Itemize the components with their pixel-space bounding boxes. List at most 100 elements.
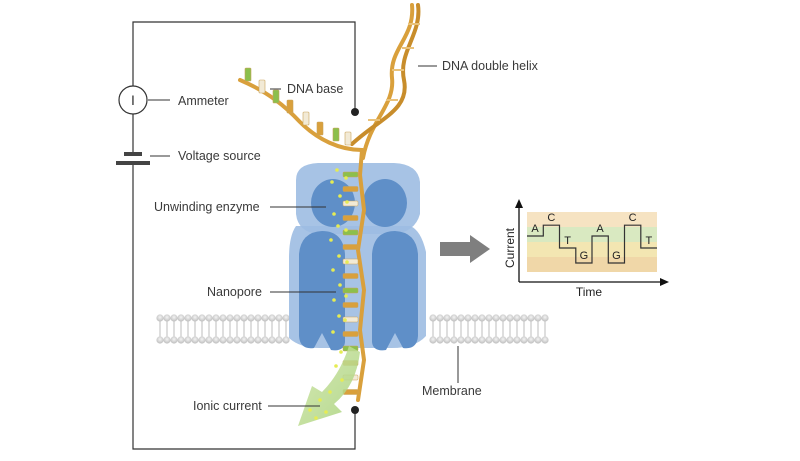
lipid-head [450, 314, 458, 322]
dna-base [342, 316, 359, 323]
lipid-head [247, 336, 255, 344]
lipid-head [457, 336, 465, 344]
lipid-head [240, 336, 248, 344]
ion-dot [344, 294, 348, 298]
trace-base-label: T [564, 235, 571, 247]
ion-dot [308, 408, 312, 412]
lipid-head [233, 314, 241, 322]
dna-base [344, 131, 352, 146]
single-strand-translocating [355, 148, 367, 402]
membrane-bilayer [156, 314, 549, 344]
lipid-head [527, 336, 535, 344]
dna-base [342, 331, 359, 337]
lipid-head [282, 336, 290, 344]
ion-dot [328, 390, 332, 394]
lipid-head [527, 314, 535, 322]
ion-dot [330, 180, 334, 184]
lipid-head [471, 314, 479, 322]
ion-dot [343, 318, 347, 322]
lipid-head [534, 336, 542, 344]
lipid-head [513, 336, 521, 344]
ion-dot [314, 416, 318, 420]
ion-dot [335, 168, 339, 172]
trace-base-label: C [629, 212, 637, 224]
nanopore-protein [289, 163, 426, 351]
lipid-head [520, 336, 528, 344]
lipid-head [268, 314, 276, 322]
lipid-head [177, 336, 185, 344]
trace-base-label: T [646, 235, 653, 247]
ammeter-symbol: I [131, 92, 135, 108]
lipid-head [485, 314, 493, 322]
lipid-head [240, 314, 248, 322]
label-dna-double-helix: DNA double helix [442, 59, 539, 73]
ion-dot [337, 314, 341, 318]
lipid-head [177, 314, 185, 322]
lipid-head [492, 336, 500, 344]
lipid-head [219, 314, 227, 322]
lipid-head [443, 336, 451, 344]
lipid-head [163, 314, 171, 322]
label-voltage-source: Voltage source [178, 149, 261, 163]
lipid-head [163, 336, 171, 344]
lipid-head [485, 336, 493, 344]
dna-base [316, 121, 324, 136]
lipid-head [198, 336, 206, 344]
ion-dot [332, 298, 336, 302]
label-ammeter: Ammeter [178, 94, 229, 108]
lipid-head [212, 314, 220, 322]
dna-base [342, 287, 359, 294]
lipid-head [506, 336, 514, 344]
label-unwinding-enzyme: Unwinding enzyme [154, 200, 260, 214]
lipid-head [464, 314, 472, 322]
ion-dot [331, 268, 335, 272]
lipid-head [198, 314, 206, 322]
dna-base [332, 127, 340, 142]
dna-base [342, 258, 359, 265]
lipid-head [268, 336, 276, 344]
trace-y-arrowhead [515, 199, 523, 208]
lipid-head [226, 314, 234, 322]
pore-left-subunit [299, 231, 345, 351]
lipid-head [499, 336, 507, 344]
lipid-head [534, 314, 542, 322]
lipid-head [205, 336, 213, 344]
lipid-head [219, 336, 227, 344]
ion-dot [337, 254, 341, 258]
trace-x-arrowhead [660, 278, 669, 286]
dna-base [258, 79, 266, 94]
lipid-head [170, 314, 178, 322]
lipid-head [541, 314, 549, 322]
ion-dots [308, 168, 349, 420]
level-band [527, 212, 657, 227]
ion-dot [332, 212, 336, 216]
lipid-head [464, 336, 472, 344]
trace-x-label: Time [576, 285, 603, 299]
ion-dot [344, 176, 348, 180]
lipid-head [254, 314, 262, 322]
lipid-head [156, 336, 164, 344]
ion-dot [345, 260, 349, 264]
output-arrow-icon [440, 235, 490, 263]
lipid-head [156, 314, 164, 322]
circuit-wire [132, 21, 356, 450]
lipid-head [261, 314, 269, 322]
ion-dot [344, 228, 348, 232]
lipid-head [541, 336, 549, 344]
dna-base [342, 273, 359, 279]
label-dna-base: DNA base [287, 82, 343, 96]
lipid-head [212, 336, 220, 344]
lipid-head [429, 336, 437, 344]
trace-base-label: C [547, 212, 555, 224]
lipid-head [191, 336, 199, 344]
lipid-head [499, 314, 507, 322]
lipid-head [205, 314, 213, 322]
electrode-bottom [351, 406, 359, 414]
label-ionic-current: Ionic current [193, 399, 262, 413]
lipid-head [275, 314, 283, 322]
ion-dot [339, 350, 343, 354]
ion-dot [340, 378, 344, 382]
